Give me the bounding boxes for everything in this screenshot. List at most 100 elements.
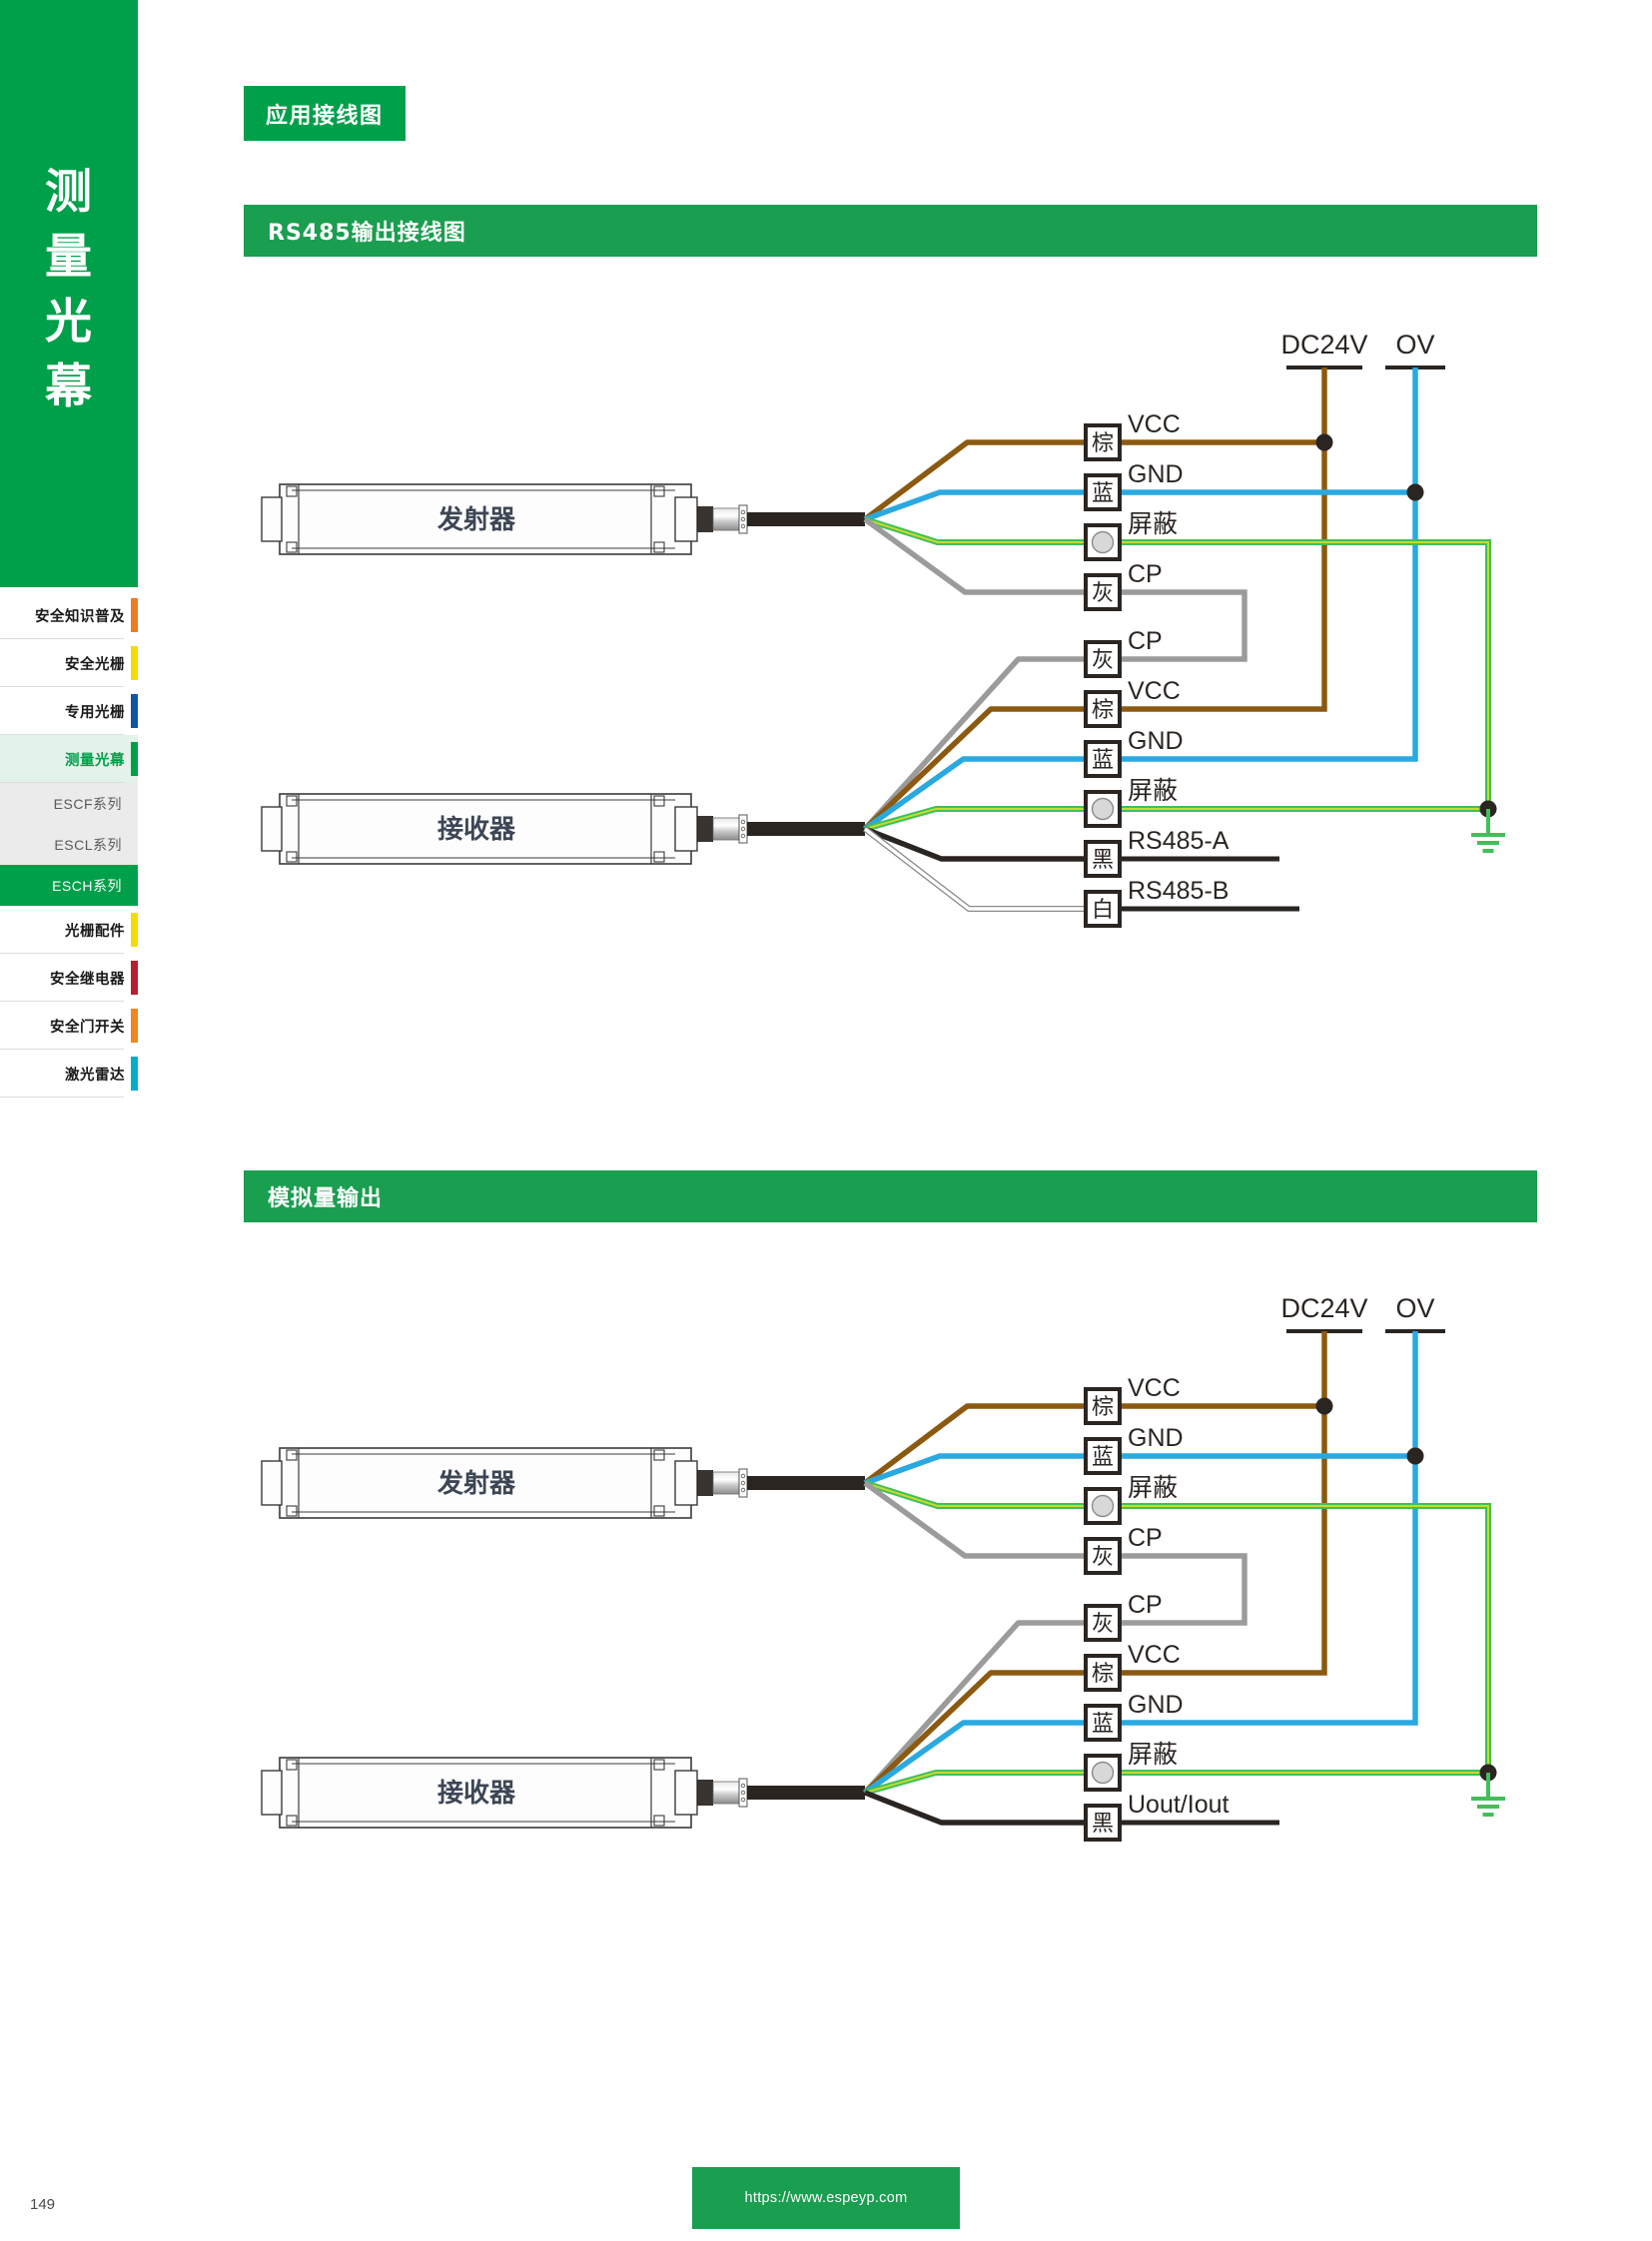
diagram-analog-emitter-terminal-1: 棕 VCC <box>1084 1374 1181 1425</box>
diagram-rs485-receiver-connector-pin <box>740 826 746 832</box>
diagram-rs485-receiver-terminal-signal-label: RS485-A <box>1128 827 1230 855</box>
diagram-rs485-emitter-terminal-signal-label: CP <box>1128 560 1163 588</box>
sidebar-item-7[interactable]: ESCH系列 <box>0 865 138 906</box>
diagram-analog-emitter-terminal-box <box>1084 1437 1122 1475</box>
sidebar-item-5[interactable]: ESCF系列 <box>0 783 138 824</box>
diagram-analog-emitter-shield-symbol-icon <box>1091 1494 1115 1518</box>
diagram-rs485-bus-dc24v-brown <box>1120 368 1327 712</box>
diagram-rs485-emitter-terminal-signal-label: VCC <box>1128 410 1181 438</box>
diagram-analog-receiver-screw-3 <box>653 1759 665 1771</box>
diagram-analog-receiver-terminal-wire-color-label: 灰 <box>1092 1612 1114 1637</box>
sidebar-item-6[interactable]: ESCL系列 <box>0 824 138 865</box>
diagram-rs485-receiver-terminal-box <box>1084 640 1122 678</box>
diagram-analog-receiver-wire-blue <box>863 1720 1086 1796</box>
diagram-analog-receiver-body <box>279 1757 692 1829</box>
diagram-analog-receiver-connector-pin <box>740 1790 746 1796</box>
diagram-analog-emitter-terminal-signal-label: VCC <box>1128 1374 1181 1402</box>
diagram-analog-emitter-connector-body <box>712 1471 740 1495</box>
diagram-analog-emitter-screw-4 <box>653 1505 665 1517</box>
diagram-rs485-receiver-terminal-box <box>1084 790 1122 828</box>
diagram-analog-emitter-wire-blue <box>864 1453 1086 1486</box>
diagram-rs485-emitter-terminal-wire-color-label: 蓝 <box>1092 481 1114 506</box>
diagram-analog-emitter-terminal-box <box>1084 1387 1122 1425</box>
sidebar-item-9[interactable]: 安全继电器 <box>0 954 138 1002</box>
diagram-rs485-receiver-wire-brown <box>863 706 1086 831</box>
diagram-rs485-receiver-shield-symbol-icon <box>1091 797 1115 821</box>
section-title-analog: 模拟量输出 <box>268 1186 384 1211</box>
sidebar-category-banner: 测 量 光 幕 <box>0 0 138 587</box>
diagram-analog-emitter-terminal-wire-color-label: 棕 <box>1092 1395 1114 1420</box>
sidebar-item-color-stripe <box>131 742 138 776</box>
diagram-rs485-emitter-terminal-4: 灰CP <box>1084 560 1163 611</box>
diagram-rs485-receiver-terminal-wire-color-label: 棕 <box>1092 698 1114 723</box>
diagram-rs485-emitter-connector-ring <box>738 504 748 534</box>
diagram-analog-receiver-screw-4 <box>653 1815 665 1827</box>
diagram-analog-receiver-terminal-4: 屏蔽 <box>1084 1741 1178 1792</box>
diagram-analog-emitter-terminal-signal-label: 屏蔽 <box>1128 1474 1178 1502</box>
section-banner-rs485: RS485输出接线图 <box>244 205 1537 257</box>
diagram-rs485-emitter-wire-gray <box>863 516 1086 595</box>
sidebar-item-8[interactable]: 光栅配件 <box>0 906 138 954</box>
diagram-analog-emitter-terminal-3: 屏蔽 <box>1084 1474 1178 1525</box>
diagram-rs485-receiver-connector-pin <box>740 819 746 825</box>
sidebar-item-4[interactable]: 测量光幕 <box>0 735 138 783</box>
sidebar-title-char-2: 量 <box>45 230 93 285</box>
diagram-rs485-dc24v-label: DC24V <box>1280 330 1367 360</box>
diagram-analog-receiver-bracket-left <box>261 1770 283 1816</box>
diagram-analog-emitter-label: 发射器 <box>436 1468 516 1499</box>
sidebar-item-label: 安全继电器 <box>50 971 125 988</box>
diagram-analog-bus-shield-green <box>1120 1503 1491 1776</box>
diagram-analog-receiver-wire-brown <box>863 1670 1086 1795</box>
diagram-analog-emitter-terminal-box <box>1084 1487 1122 1525</box>
diagram-rs485-emitter-shield-symbol-icon <box>1091 530 1115 554</box>
sidebar-item-10[interactable]: 安全门开关 <box>0 1002 138 1050</box>
diagram-analog-emitter-bracket-left <box>261 1460 283 1506</box>
diagram-analog-emitter-connector-pin <box>740 1473 746 1479</box>
diagram-analog-emitter-wire-brown <box>863 1403 1086 1486</box>
sidebar-item-label: 专用光栅 <box>65 704 125 721</box>
sidebar-item-color-stripe <box>131 1009 138 1043</box>
diagram-rs485-receiver-terminal-1: 灰 CP <box>1084 627 1163 678</box>
footer-url-text: https://www.espeyp.com <box>744 2190 908 2206</box>
sidebar-item-2[interactable]: 安全光栅 <box>0 639 138 687</box>
diagram-rs485-junction-dot-ov <box>1406 483 1424 501</box>
diagram-analog-receiver-terminal-signal-label: Uout/Iout <box>1128 1791 1230 1819</box>
diagram-rs485-receiver-connector-pin <box>740 833 746 839</box>
diagram-analog-receiver-terminal-box <box>1084 1604 1122 1642</box>
diagram-rs485-receiver-terminal-4: 屏蔽 <box>1084 777 1178 828</box>
sidebar-item-color-stripe <box>131 1057 138 1091</box>
diagram-rs485-receiver-terminal-signal-label: RS485-B <box>1128 877 1229 905</box>
diagram-rs485-receiver-terminal-signal-label: CP <box>1128 627 1163 655</box>
diagram-rs485-receiver-screw-2 <box>286 851 298 863</box>
diagram-rs485-receiver-terminal-wire-color-label: 灰 <box>1092 648 1114 673</box>
diagram-analog-emitter: 发射器 <box>261 1447 748 1519</box>
diagram-rs485-receiver-screw-4 <box>653 851 665 863</box>
sidebar-item-label: ESCH系列 <box>52 877 122 894</box>
diagram-analog-junction-dot-dc24v <box>1315 1397 1333 1415</box>
diagram-analog-emitter-terminal-wire-color-label: 蓝 <box>1092 1445 1114 1470</box>
diagram-rs485-emitter-terminal-box <box>1084 423 1122 461</box>
sidebar-item-label: 激光雷达 <box>65 1067 125 1084</box>
sidebar-item-color-stripe <box>131 961 138 995</box>
diagram-rs485-emitter-terminal-box <box>1084 473 1122 511</box>
sidebar-item-1[interactable]: 安全知识普及 <box>0 591 138 639</box>
diagram-analog-bus-dc24v-brown <box>1120 1331 1327 1676</box>
diagram-rs485-receiver-terminal-signal-label: 屏蔽 <box>1128 777 1178 805</box>
diagram-rs485-emitter-bracket-left <box>261 496 283 542</box>
diagram-rs485-receiver-connector-ring <box>738 814 748 844</box>
diagram-analog-receiver-wire-gray <box>862 1620 1086 1795</box>
diagram-analog-receiver-wire-black <box>863 1790 1086 1826</box>
sidebar-item-11[interactable]: 激光雷达 <box>0 1050 138 1098</box>
sidebar-item-color-stripe <box>131 913 138 947</box>
footer-url-banner: https://www.espeyp.com <box>692 2167 960 2229</box>
diagram-analog-junction-dot-ov <box>1406 1447 1424 1465</box>
sidebar-item-3[interactable]: 专用光栅 <box>0 687 138 735</box>
diagram-rs485-receiver-bracket-left <box>261 806 283 852</box>
